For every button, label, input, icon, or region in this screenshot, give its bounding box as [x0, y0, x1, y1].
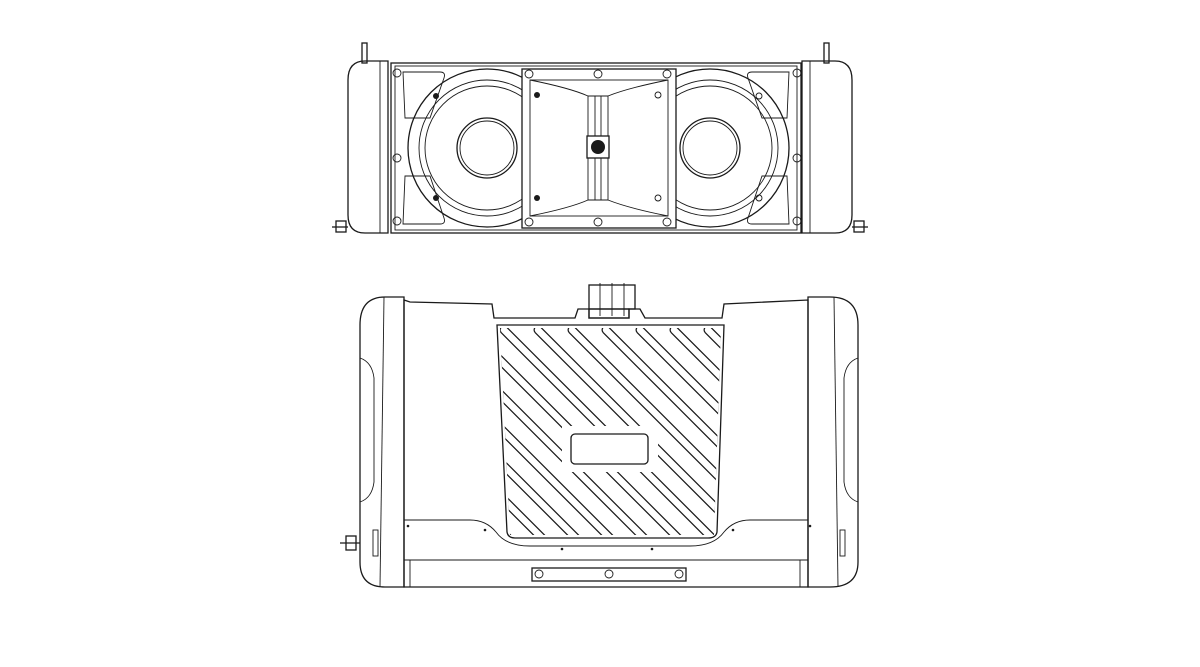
- horn-plate: [521, 68, 677, 229]
- top-rigging-pins: [361, 42, 830, 64]
- left-handle: [359, 357, 375, 503]
- grille-slot: [500, 328, 515, 535]
- side-pins: [340, 529, 846, 557]
- grille-slot: [670, 328, 721, 535]
- grille-slot: [500, 328, 616, 535]
- grille-slot: [568, 328, 721, 535]
- front-frame: [390, 62, 802, 234]
- right-handle: [843, 357, 859, 503]
- grille-slot: [500, 328, 582, 535]
- grille-slot: [704, 328, 721, 535]
- right-end-cap: [801, 60, 853, 234]
- left-end-cap: [359, 296, 405, 588]
- center-fixing: [591, 140, 605, 154]
- side-rigging-pins: [332, 220, 868, 233]
- grille-slot: [500, 328, 548, 535]
- bottom-view: [266, 283, 859, 588]
- grille-slot: [500, 328, 514, 535]
- label-plate: [570, 433, 649, 465]
- grille-slot: [266, 330, 476, 540]
- grille-slot: [500, 328, 650, 535]
- grille-panel: [496, 324, 725, 539]
- grille-slot: [266, 330, 476, 540]
- grille-slot: [602, 328, 721, 535]
- right-end-cap: [807, 296, 859, 588]
- front-screws: [392, 68, 802, 227]
- grille-slot: [703, 328, 721, 535]
- grille-slot: [636, 328, 721, 535]
- bottom-bracket: [531, 567, 687, 582]
- rigging-bracket: [588, 283, 636, 319]
- left-woofer: [407, 68, 567, 228]
- panel-dots: [406, 524, 812, 551]
- front-view: [332, 42, 868, 234]
- left-end-cap: [347, 60, 389, 234]
